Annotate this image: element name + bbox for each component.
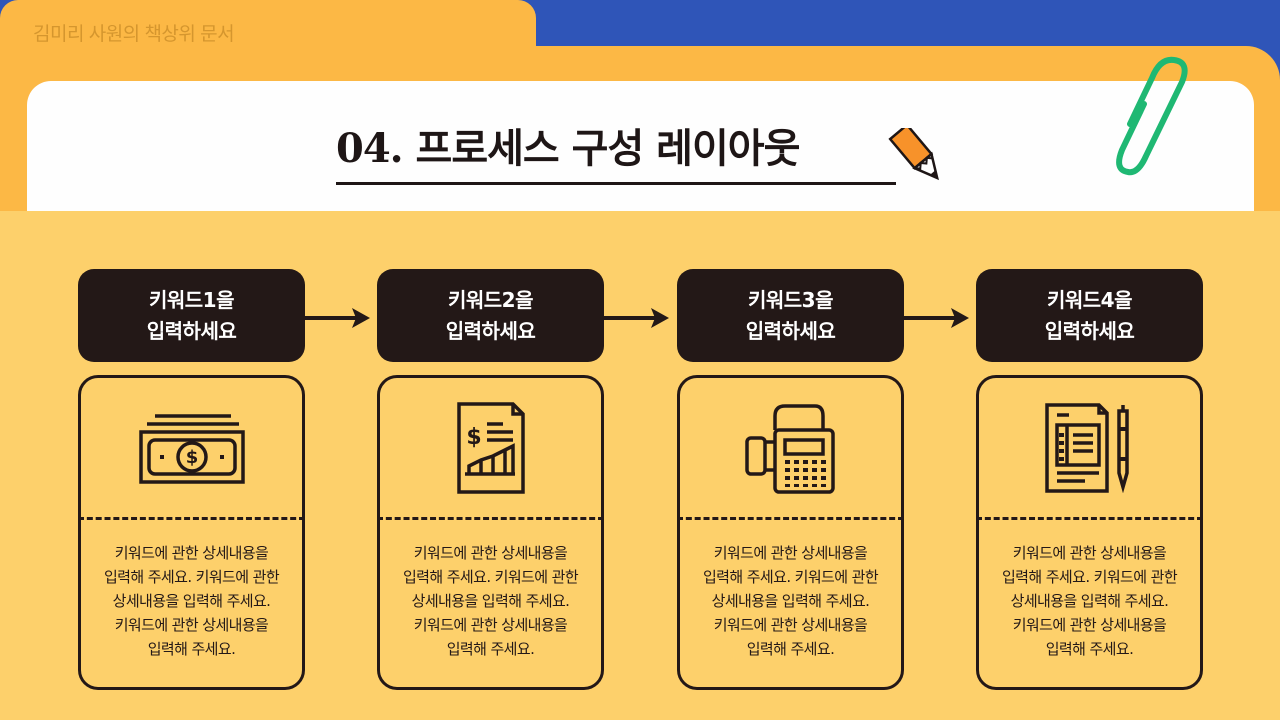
paper-sheet (27, 81, 1254, 221)
dashed-divider (78, 517, 305, 520)
keyword-line2: 입력하세요 (1044, 318, 1135, 343)
paperclip-icon (1116, 56, 1188, 176)
process-step-3: 키워드3을 입력하세요 키워드에 관한 상세 (677, 269, 904, 690)
dashed-divider (377, 517, 604, 520)
step-description: 키워드에 관한 상세내용을 입력해 주세요. 키워드에 관한 상세내용을 입력해… (702, 544, 879, 658)
step-description: 키워드에 관한 상세내용을 입력해 주세요. 키워드에 관한 상세내용을 입력해… (402, 544, 579, 658)
svg-text:$: $ (185, 447, 198, 468)
keyword-box[interactable]: 키워드2을 입력하세요 (377, 269, 604, 362)
step-card: 키워드에 관한 상세내용을 입력해 주세요. 키워드에 관한 상세내용을 입력해… (976, 375, 1203, 690)
keyword-line1: 키워드3을 (747, 287, 834, 312)
arrow-right-icon (304, 308, 370, 328)
keyword-box[interactable]: 키워드1을 입력하세요 (78, 269, 305, 362)
money-bill-icon: $ (138, 414, 245, 484)
process-step-4: 키워드4을 입력하세요 (976, 269, 1203, 690)
process-step-2: 키워드2을 입력하세요 $ 키워드에 관한 (377, 269, 604, 690)
pencil-icon (888, 128, 939, 181)
financial-report-icon: $ (456, 402, 525, 494)
keyword-box[interactable]: 키워드3을 입력하세요 (677, 269, 904, 362)
step-card: 키워드에 관한 상세내용을 입력해 주세요. 키워드에 관한 상세내용을 입력해… (677, 375, 904, 690)
page-title: 04. 프로세스 구성 레이아웃 (336, 125, 800, 172)
step-description: 키워드에 관한 상세내용을 입력해 주세요. 키워드에 관한 상세내용을 입력해… (103, 544, 280, 658)
document-label: 김미리 사원의 책상위 문서 (33, 24, 235, 45)
process-step-1: 키워드1을 입력하세요 $ 키워드에 관한 상세내용을 입력해 주세요. 키워드… (78, 269, 305, 690)
arrow-right-icon (903, 308, 969, 328)
dashed-divider (677, 517, 904, 520)
keyword-line2: 입력하세요 (146, 318, 237, 343)
keyword-line2: 입력하세요 (745, 318, 836, 343)
keyword-line1: 키워드1을 (148, 287, 235, 312)
keyword-box[interactable]: 키워드4을 입력하세요 (976, 269, 1203, 362)
document-pen-icon (1044, 403, 1129, 493)
step-description: 키워드에 관한 상세내용을 입력해 주세요. 키워드에 관한 상세내용을 입력해… (1001, 544, 1178, 658)
title-underline (336, 182, 896, 185)
keyword-line1: 키워드2을 (447, 287, 534, 312)
keyword-line1: 키워드4을 (1046, 287, 1133, 312)
svg-text:$: $ (466, 425, 481, 450)
dashed-divider (976, 517, 1203, 520)
step-card: $ 키워드에 관한 상세내용을 입력해 주세요. 키워드에 관한 상세내용을 입… (377, 375, 604, 690)
keyword-line2: 입력하세요 (445, 318, 536, 343)
arrow-right-icon (603, 308, 669, 328)
step-card: $ 키워드에 관한 상세내용을 입력해 주세요. 키워드에 관한 상세내용을 입… (78, 375, 305, 690)
fax-machine-icon (744, 404, 835, 494)
